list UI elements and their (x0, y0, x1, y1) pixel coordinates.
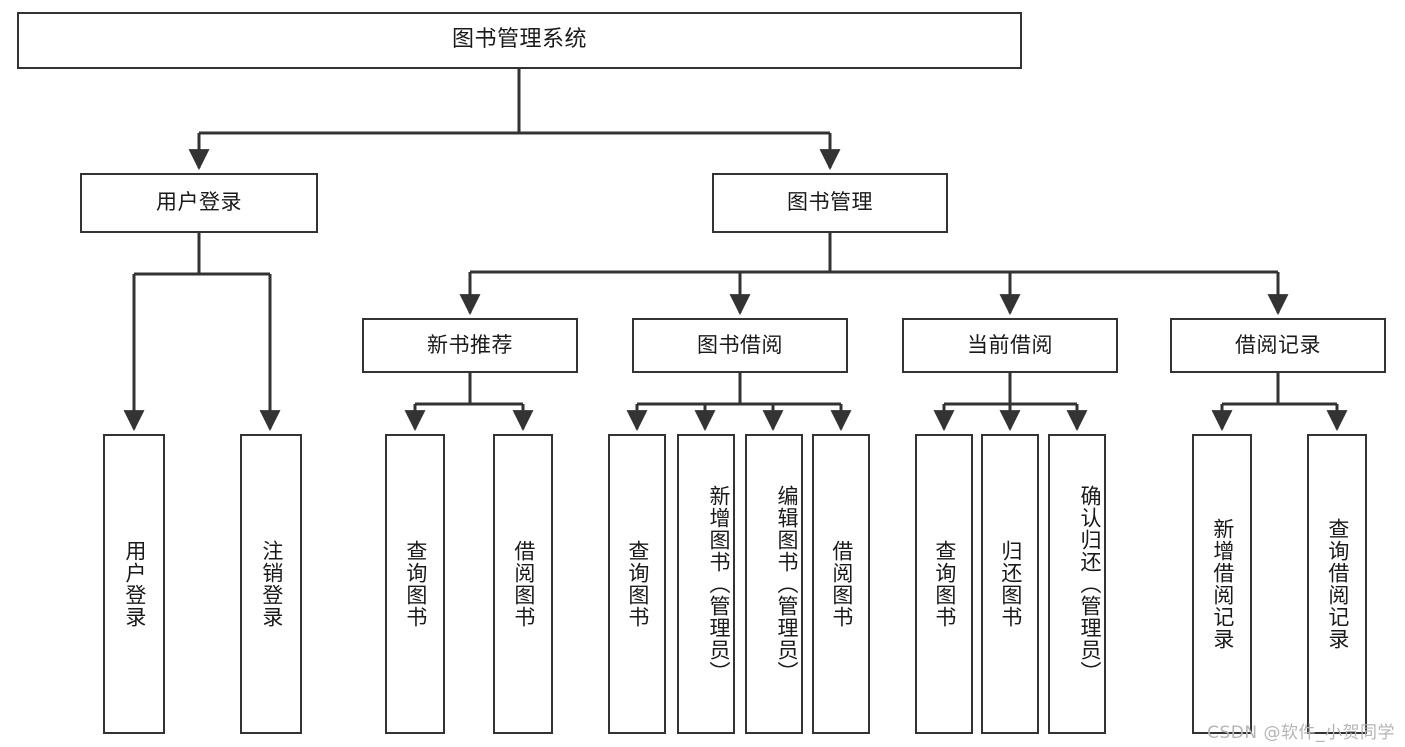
node-leaf-user-login-label: 用户登录 (122, 540, 147, 628)
node-leaf-borrow-book-1[interactable]: 借阅图书 (493, 434, 553, 734)
node-user-login-label: 用户登录 (156, 190, 242, 215)
node-leaf-edit-book[interactable]: 编辑图书（管理员） (745, 434, 803, 734)
node-leaf-borrow-book-2-label: 借阅图书 (829, 540, 854, 628)
node-leaf-query-book-2[interactable]: 查询图书 (608, 434, 666, 734)
node-leaf-return-book[interactable]: 归还图书 (981, 434, 1039, 734)
node-leaf-confirm-return[interactable]: 确认归还（管理员） (1048, 434, 1106, 734)
node-leaf-add-book-label: 新增图书（管理员） (707, 485, 731, 683)
node-leaf-query-book-3[interactable]: 查询图书 (915, 434, 973, 734)
node-leaf-query-record-label: 查询借阅记录 (1325, 518, 1350, 650)
node-book-manage-label: 图书管理 (787, 190, 873, 215)
node-leaf-query-book-3-label: 查询图书 (932, 540, 957, 628)
node-leaf-query-book-1[interactable]: 查询图书 (385, 434, 445, 734)
node-book-manage[interactable]: 图书管理 (712, 173, 948, 233)
node-leaf-add-record[interactable]: 新增借阅记录 (1192, 434, 1252, 734)
node-root[interactable]: 图书管理系统 (17, 12, 1022, 69)
node-current-borrow[interactable]: 当前借阅 (902, 318, 1118, 373)
node-borrow-record-label: 借阅记录 (1235, 332, 1321, 357)
node-borrow-record[interactable]: 借阅记录 (1170, 318, 1386, 373)
node-new-book-recommend-label: 新书推荐 (427, 332, 513, 357)
node-leaf-borrow-book-1-label: 借阅图书 (511, 540, 536, 628)
node-root-label: 图书管理系统 (451, 27, 587, 53)
node-current-borrow-label: 当前借阅 (967, 332, 1053, 357)
node-leaf-return-book-label: 归还图书 (998, 540, 1023, 628)
node-leaf-borrow-book-2[interactable]: 借阅图书 (812, 434, 870, 734)
node-leaf-user-login[interactable]: 用户登录 (103, 434, 165, 734)
node-leaf-logout[interactable]: 注销登录 (240, 434, 302, 734)
node-new-book-recommend[interactable]: 新书推荐 (362, 318, 578, 373)
node-book-borrow-label: 图书借阅 (697, 332, 783, 357)
node-user-login[interactable]: 用户登录 (80, 173, 318, 233)
node-leaf-query-record[interactable]: 查询借阅记录 (1307, 434, 1367, 734)
node-leaf-add-book[interactable]: 新增图书（管理员） (677, 434, 735, 734)
node-book-borrow[interactable]: 图书借阅 (632, 318, 848, 373)
node-leaf-query-book-2-label: 查询图书 (625, 540, 650, 628)
node-leaf-logout-label: 注销登录 (259, 540, 284, 628)
node-leaf-edit-book-label: 编辑图书（管理员） (775, 485, 799, 683)
node-leaf-query-book-1-label: 查询图书 (403, 540, 428, 628)
node-leaf-add-record-label: 新增借阅记录 (1210, 518, 1235, 650)
watermark: CSDN @软件_小贺同学 (1207, 723, 1395, 743)
node-leaf-confirm-return-label: 确认归还（管理员） (1078, 485, 1102, 683)
